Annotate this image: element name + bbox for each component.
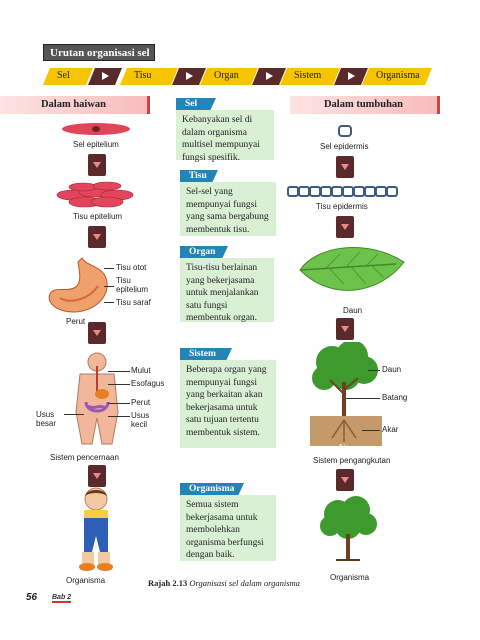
down-arrow-icon xyxy=(88,226,106,248)
stage-sel: Sel xyxy=(43,68,93,85)
tree-image xyxy=(320,496,377,561)
organ-part-label: Tisu otot xyxy=(116,263,147,272)
system-part-label: Usus besar xyxy=(36,410,57,428)
figure-caption: Rajah 2.13 Organisasi sel dalam organism… xyxy=(148,578,300,588)
epithelial-cell-image xyxy=(62,123,130,135)
stage-organisma: Organisma xyxy=(362,68,432,85)
box-tag-organ: Organ xyxy=(180,246,228,259)
stomach-image xyxy=(48,257,108,313)
box-tag-sel: Sel xyxy=(176,98,216,111)
caption-text: Organisasi sel dalam organisma xyxy=(189,578,300,588)
leader-line xyxy=(108,416,130,417)
plant-system-part-label: Batang xyxy=(382,393,408,402)
diagram-title: Urutan organisasi sel xyxy=(43,44,155,61)
stage-sistem: Sistem xyxy=(280,68,340,85)
leader-line xyxy=(104,286,114,287)
animal-organism-label: Organisma xyxy=(66,576,106,585)
plant-system-label: Sistem pengangkutan xyxy=(313,456,391,465)
down-arrow-icon xyxy=(336,318,354,340)
down-arrow-icon xyxy=(88,322,106,344)
down-arrow-icon xyxy=(336,216,354,238)
plant-heading: Dalam tumbuhan xyxy=(290,96,440,114)
epidermis-tissue-image xyxy=(287,186,398,197)
info-box-organisma: Semua sistem bekerjasama untuk membolehk… xyxy=(180,495,276,561)
boy-image xyxy=(79,487,113,571)
flow-arrow-icon xyxy=(334,68,368,85)
plant-system-part-label: Air xyxy=(338,443,348,452)
system-part-label: Perut xyxy=(131,398,151,407)
plant-system-image xyxy=(310,342,382,446)
info-box-sistem: Beberapa organ yang mempunyai fungsi yan… xyxy=(180,360,276,448)
animal-tissue-label: Tisu epitelium xyxy=(73,212,123,221)
box-tag-organisma: Organisma xyxy=(180,483,244,496)
flow-arrow-icon xyxy=(172,68,206,85)
stage-organ: Organ xyxy=(200,68,258,85)
flow-arrow-icon xyxy=(88,68,122,85)
plant-system-part-label: Daun xyxy=(382,365,402,374)
down-arrow-icon xyxy=(336,156,354,178)
leader-line xyxy=(108,403,130,404)
down-arrow-icon xyxy=(336,469,354,491)
down-arrow-icon xyxy=(88,465,106,487)
info-box-organ: Tisu-tisu berlainan yang bekerjasama unt… xyxy=(180,258,274,323)
leader-line xyxy=(108,384,130,385)
leader-line xyxy=(108,371,130,372)
info-box-tisu: Sel-sel yang mempunyai fungsi yang sama … xyxy=(180,182,276,236)
leader-line xyxy=(346,398,380,399)
animal-system-label: Sistem pencernaan xyxy=(50,453,119,462)
system-part-label: Usus kecil xyxy=(131,411,150,429)
down-arrow-icon xyxy=(88,154,106,176)
chapter-label: Bab 2 xyxy=(52,594,72,603)
plant-system-part-label: Akar xyxy=(382,425,399,434)
animal-cell-label: Sel epitelium xyxy=(73,140,119,149)
leader-line xyxy=(368,370,380,371)
digestive-system-image xyxy=(75,352,119,445)
organ-part-label: Tisu saraf xyxy=(116,298,151,307)
organ-part-label: Tisu epitelium xyxy=(116,276,149,294)
leader-line xyxy=(64,414,84,415)
info-box-sel: Kebanyakan sel di dalam organisma multis… xyxy=(176,110,274,163)
box-tag-sistem: Sistem xyxy=(180,348,232,361)
epithelial-tissue-image xyxy=(56,181,134,208)
plant-organ-label: Daun xyxy=(343,306,363,315)
plant-tissue-label: Tisu epidermis xyxy=(316,202,368,211)
box-tag-tisu: Tisu xyxy=(180,170,218,183)
plant-cell-label: Sel epidermis xyxy=(320,142,369,151)
flow-arrow-icon xyxy=(252,68,286,85)
epidermis-cell-image xyxy=(338,125,352,137)
page-number: 56 xyxy=(26,592,38,603)
leader-line xyxy=(104,302,114,303)
system-part-label: Esofagus xyxy=(131,379,165,388)
leader-line xyxy=(362,430,380,431)
caption-number: Rajah 2.13 xyxy=(148,578,188,588)
stage-tisu: Tisu xyxy=(120,68,178,85)
animal-organ-label: Perut xyxy=(66,317,86,326)
leaf-image xyxy=(299,247,405,291)
animal-heading: Dalam haiwan xyxy=(0,96,150,114)
leader-line xyxy=(104,268,114,269)
system-part-label: Mulut xyxy=(131,366,151,375)
plant-organism-label: Organisma xyxy=(330,573,370,582)
